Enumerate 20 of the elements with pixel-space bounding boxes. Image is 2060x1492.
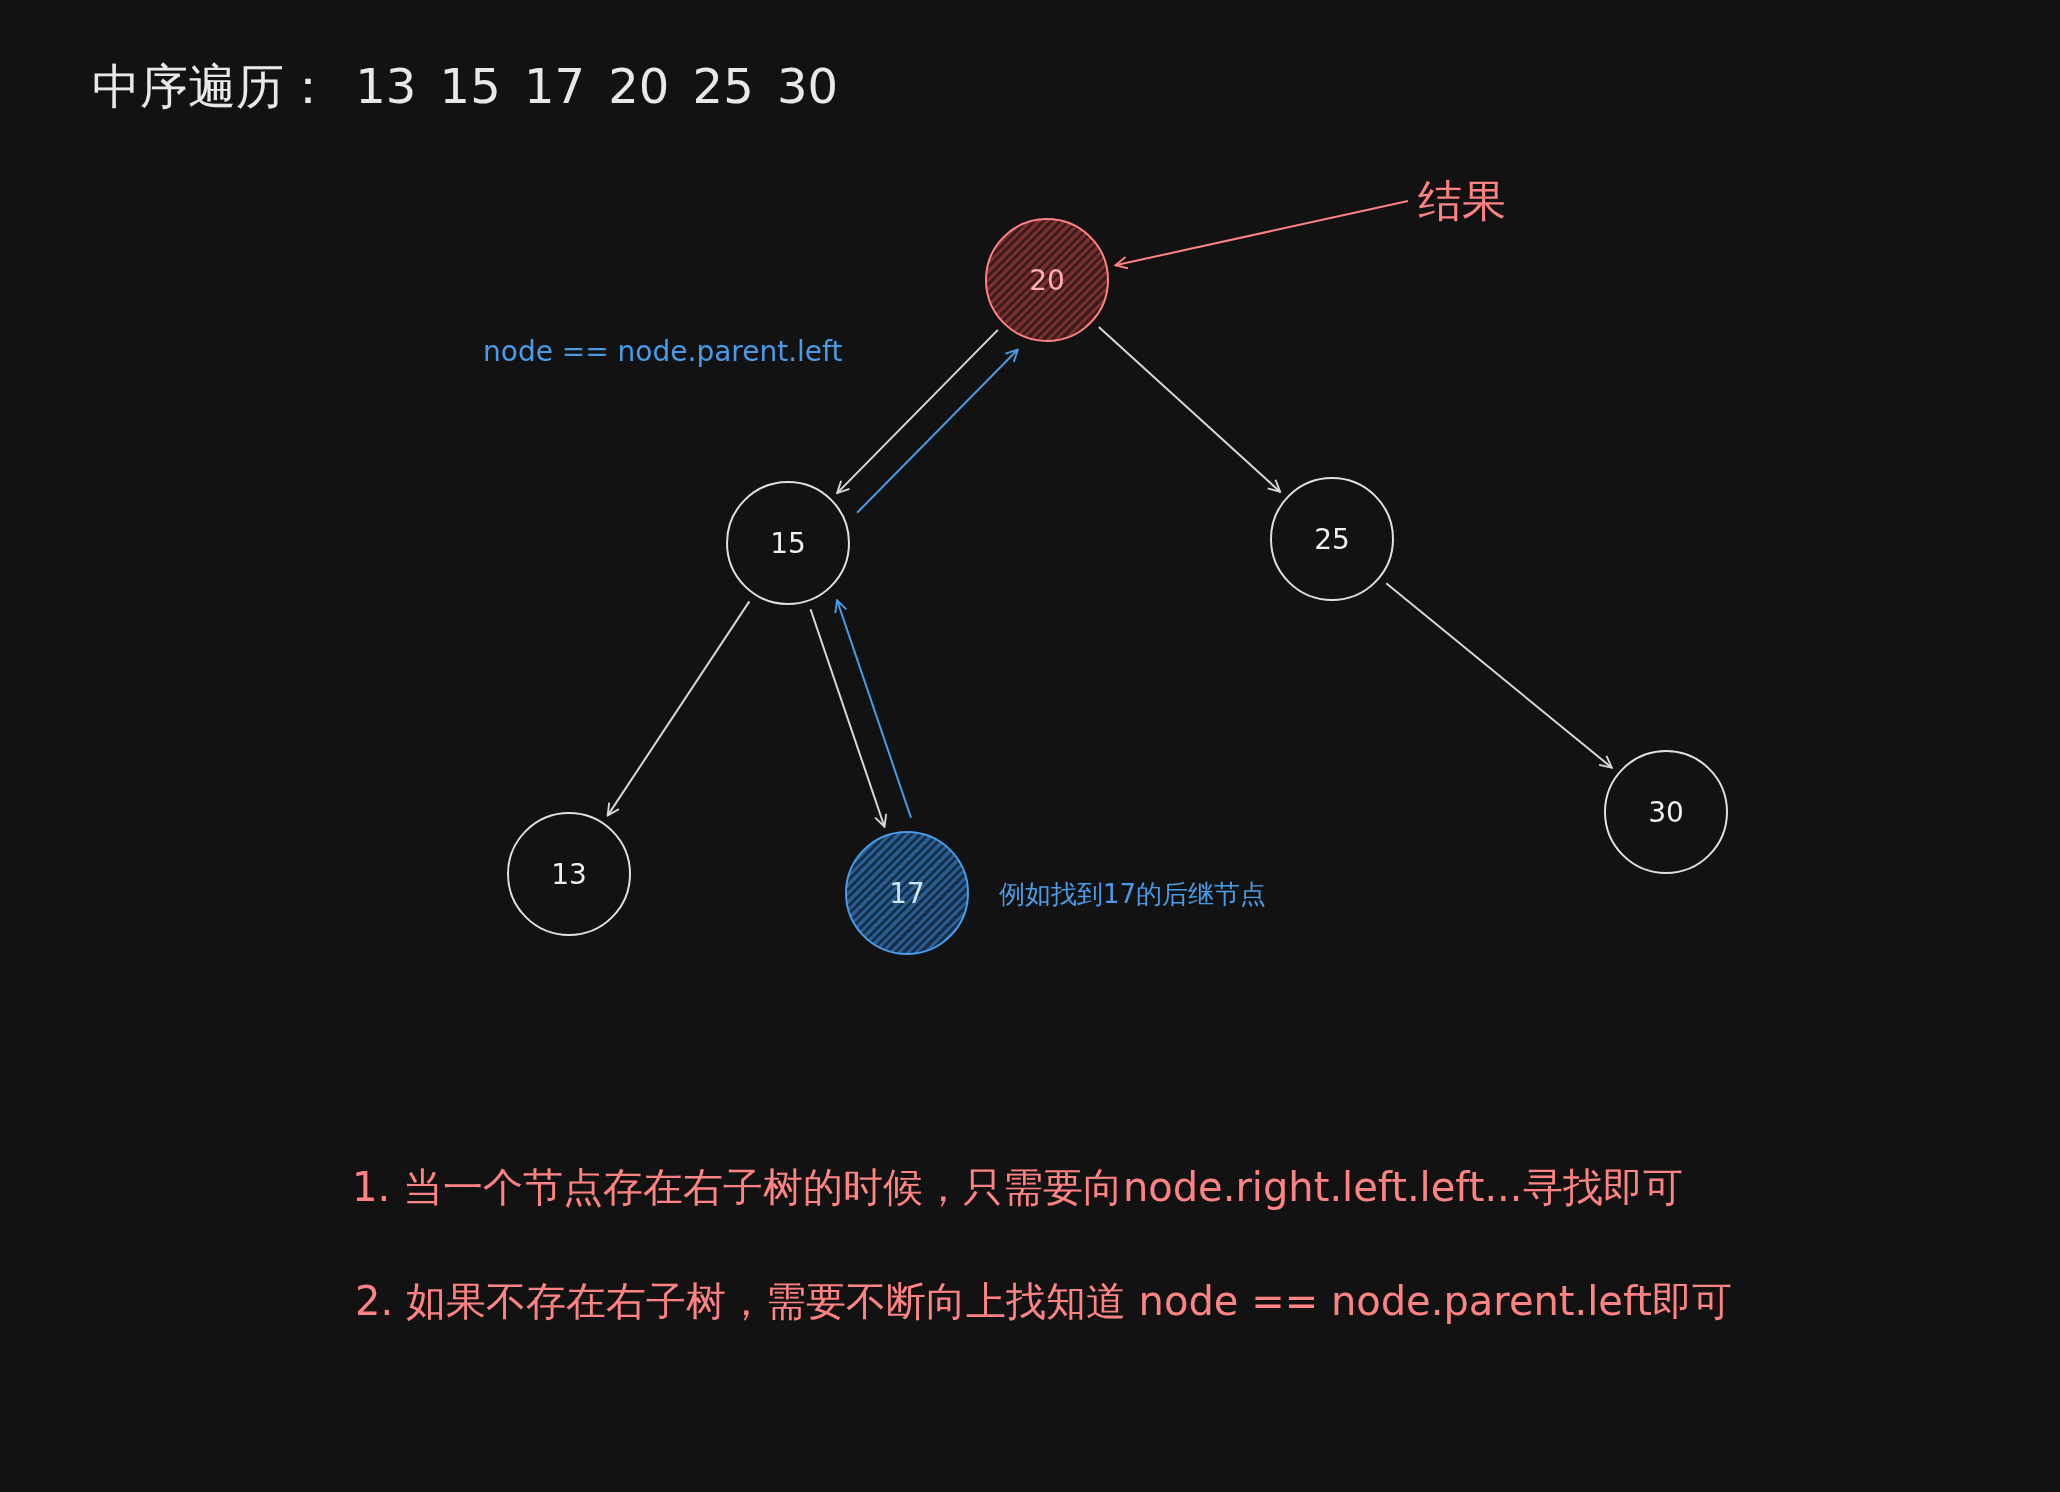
arrow xyxy=(836,328,999,495)
note-text: 1. 当一个节点存在右子树的时候，只需要向node.right.left.left...寻找即可 xyxy=(352,1163,1683,1212)
current-node-circle: 17 xyxy=(845,831,969,955)
result-label: 结果 xyxy=(1414,171,1510,231)
annotation-text: node == node.parent.left xyxy=(483,335,843,368)
tree-node-circle: 15 xyxy=(726,481,850,605)
tree-node-circle: 30 xyxy=(1604,750,1728,874)
arrow xyxy=(1097,326,1282,493)
arrow xyxy=(834,599,912,819)
arrow xyxy=(856,348,1019,514)
arrow xyxy=(606,600,751,817)
arrow xyxy=(1385,582,1613,769)
tree-node-circle: 13 xyxy=(507,812,631,936)
note-text: 2. 如果不存在右子树，需要不断向上找知道 node == node.parent.left即可 xyxy=(355,1277,1733,1326)
arrow xyxy=(809,608,888,828)
node-caption: 例如找到17的后继节点 xyxy=(999,878,1267,911)
result-node-circle: 20 xyxy=(985,218,1109,342)
tree-node-circle: 25 xyxy=(1270,477,1394,601)
title: 中序遍历： 13 15 17 20 25 30 xyxy=(92,57,838,116)
arrow xyxy=(1114,200,1409,270)
